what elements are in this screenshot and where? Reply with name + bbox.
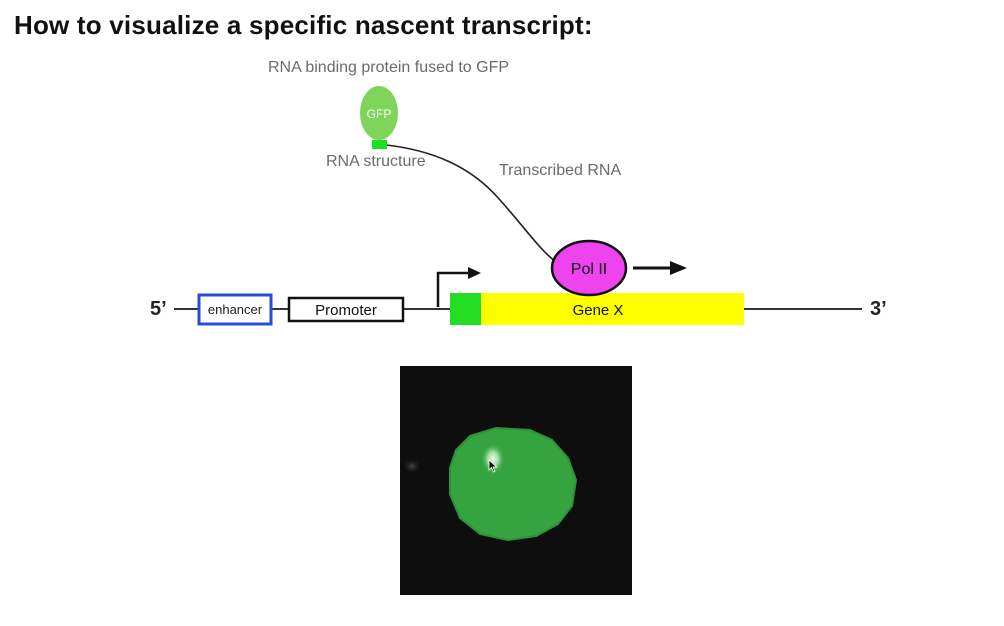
promoter-box [287, 296, 405, 323]
page-title: How to visualize a specific nascent tran… [14, 10, 593, 40]
transcription-diagram: GFP enhancer Promoter Gene X Pol II [174, 86, 862, 326]
nucleus [449, 426, 578, 542]
nucleus-figure [402, 426, 578, 542]
pol2-complex [550, 239, 628, 297]
transcribed-rna-strand [385, 144, 557, 263]
transcribed-rna-caption: Transcribed RNA [499, 162, 622, 179]
gfp-protein [360, 86, 398, 140]
mouse-pointer-icon [488, 459, 498, 473]
rbp-caption: RNA binding protein fused to GFP [268, 59, 510, 76]
gfp-label: GFP [367, 107, 392, 121]
microscopy-image [400, 366, 632, 595]
transcription-spot [481, 443, 505, 475]
promoter-label: Promoter [315, 302, 377, 319]
gene-x-box [480, 293, 744, 325]
gene-x-label: Gene X [573, 302, 624, 319]
transcription-start-arrow-icon [436, 267, 481, 307]
gene-start-tag [450, 293, 481, 325]
rna-structure-caption: RNA structure [326, 153, 426, 170]
rna-structure-tag [372, 140, 387, 149]
three-prime-label: 3’ [870, 298, 887, 320]
background-speck [402, 458, 422, 474]
enhancer-box [197, 293, 273, 326]
pol2-label: Pol II [571, 261, 607, 278]
five-prime-label: 5’ [150, 298, 167, 320]
enhancer-label: enhancer [208, 302, 263, 317]
right-arrow-icon [633, 261, 687, 275]
